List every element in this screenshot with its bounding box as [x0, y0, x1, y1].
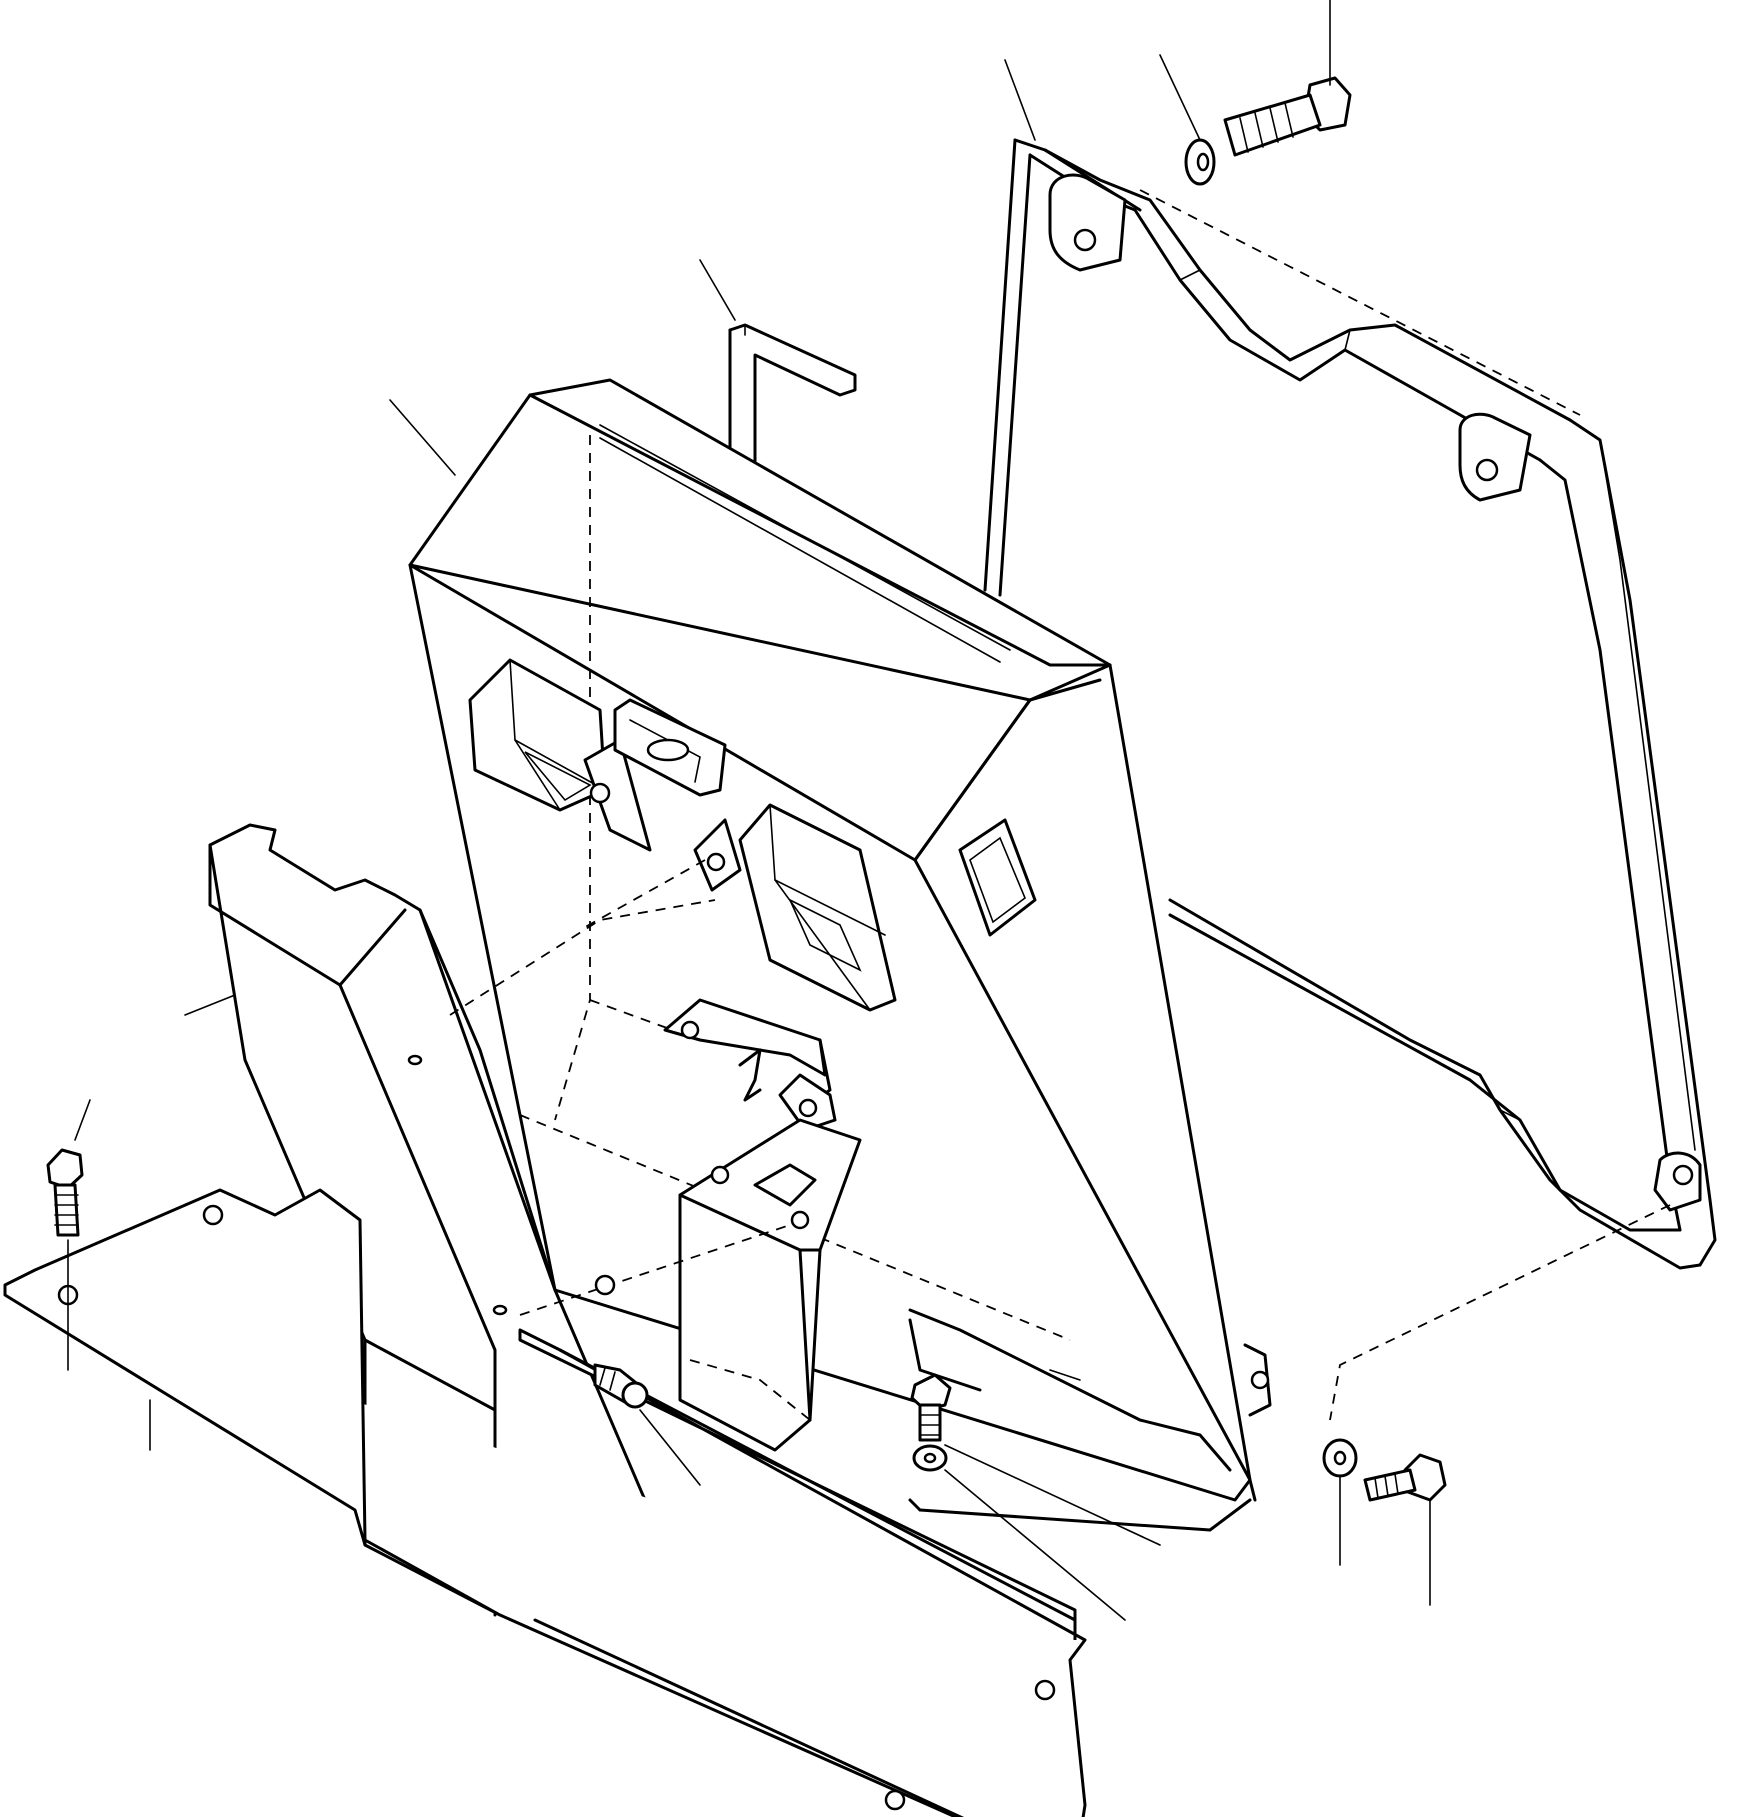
callout-line-11 [944, 1444, 1161, 1546]
callout-line-4 [699, 259, 736, 321]
switch-connector [613, 698, 727, 797]
callout-line-5 [389, 399, 456, 476]
base-plate [3, 1188, 1087, 1817]
washer-top [1184, 138, 1216, 186]
frame-bolt-hole-top [1073, 228, 1097, 252]
l-handle-rod [728, 323, 857, 467]
inner-mount-block [678, 1118, 862, 1452]
callout-line-2 [1159, 54, 1201, 141]
callout-line-10 [639, 1409, 701, 1486]
console-housing [408, 378, 1272, 1532]
washer-center [912, 1444, 948, 1472]
hex-bolt-top [1223, 76, 1352, 157]
washer-right [1322, 1438, 1358, 1478]
callout-line-3 [1004, 59, 1036, 141]
frame-bolt-hole-right [1475, 458, 1499, 482]
hex-bolt-right [1363, 1453, 1447, 1502]
hex-bolt-left [46, 1148, 84, 1237]
rear-bracket-frame [983, 138, 1717, 1421]
callout-line-15 [1049, 1369, 1081, 1381]
callout-line-7 [74, 1099, 91, 1141]
housing-display-window [958, 818, 1037, 937]
switch-block-left [468, 658, 652, 852]
housing-mount-hole [1250, 1370, 1270, 1390]
small-bolt-lower [593, 1363, 649, 1409]
callout-leaders [67, 0, 1431, 1621]
small-bolt-center [910, 1373, 952, 1442]
callout-line-12 [944, 1469, 1126, 1621]
switch-block-right [579, 803, 897, 1012]
callout-line-6 [184, 994, 236, 1016]
inner-bracket [663, 998, 837, 1132]
frame-bolt-hole-bottom [1672, 1164, 1694, 1186]
